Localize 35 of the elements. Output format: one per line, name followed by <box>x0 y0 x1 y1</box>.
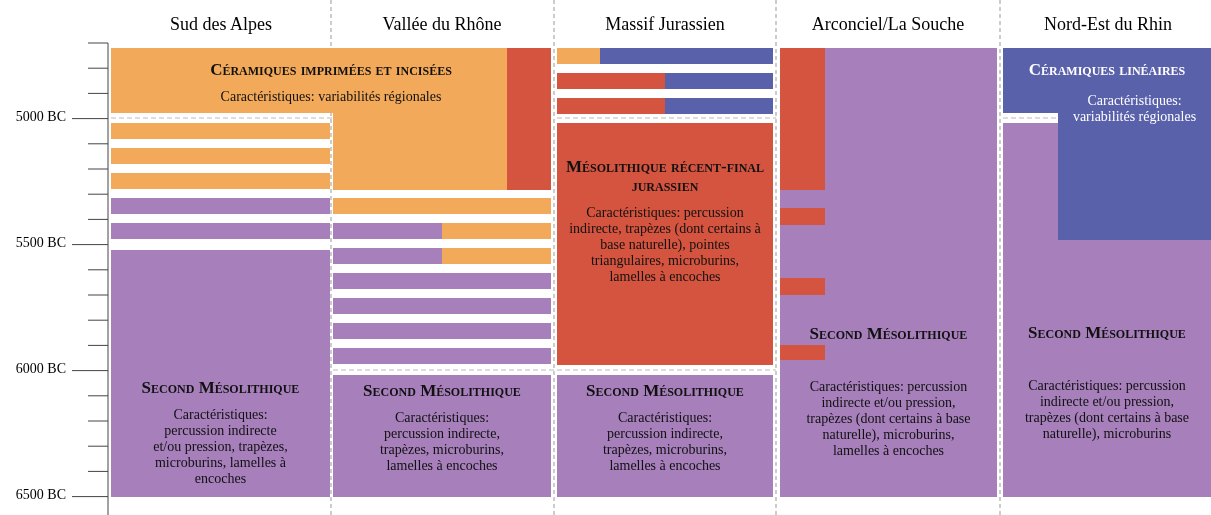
period-block <box>557 123 773 365</box>
column-header: Sud des Alpes <box>169 14 273 35</box>
period-bar <box>780 345 825 360</box>
period-title: Second Mésolithique <box>809 324 968 343</box>
period-bar <box>780 48 825 190</box>
period-description: Caractéristiques: percussion indirecte, trapèzes (dont certains à base naturelle), pointes triangulaires, microburins, lamelles à encoches <box>568 205 762 285</box>
period-block <box>333 375 551 497</box>
axis-label: 5500 BC <box>14 235 66 251</box>
period-description: Caractéristiques: percussion indirecte, trapèzes, microburins, lamelles à encoches <box>379 410 505 474</box>
column-header: Nord-Est du Rhin <box>1043 14 1173 35</box>
period-bar <box>780 278 825 295</box>
period-title: Second Mésolithique <box>586 381 744 400</box>
period-title: Céramiques imprimées et incisées <box>210 60 452 79</box>
axis-label: 6500 BC <box>14 487 66 503</box>
period-description: Caractéristiques: variabilités régionales <box>1071 93 1198 125</box>
period-title: Second Mésolithique <box>141 378 300 397</box>
period-description: Caractéristiques: variabilités régionales <box>219 89 443 105</box>
period-title: Mésolithique récent-final jurassien <box>565 157 765 195</box>
period-bar <box>780 208 825 225</box>
axis-label: 6000 BC <box>14 361 66 377</box>
column-header: Arconciel/La Souche <box>810 14 966 35</box>
period-bar <box>507 48 551 190</box>
period-block <box>557 375 773 497</box>
axis-label: 5000 BC <box>14 109 66 125</box>
period-description: Caractéristiques: percussion indirecte et/ou pression, trapèzes (dont certains à base naturelle), microburins, lamelles à encoches <box>805 379 972 459</box>
period-title: Céramiques linéaires <box>1028 60 1186 79</box>
column-header: Massif Jurassien <box>604 14 726 35</box>
period-block <box>111 250 330 497</box>
period-description: Caractéristiques: percussion indirecte et/ou pression, trapèzes, microburins, lamelles à encoches <box>152 407 289 487</box>
period-block <box>780 48 997 497</box>
period-title: Second Mésolithique <box>363 381 521 400</box>
period-description: Caractéristiques: percussion indirecte et/ou pression, trapèzes (dont certains à base naturelle), microburins <box>1024 378 1190 442</box>
period-description: Caractéristiques: percussion indirecte, trapèzes, microburins, lamelles à encoches <box>602 410 728 474</box>
period-title: Second Mésolithique <box>1028 323 1186 342</box>
column-header: Vallée du Rhône <box>381 14 503 35</box>
